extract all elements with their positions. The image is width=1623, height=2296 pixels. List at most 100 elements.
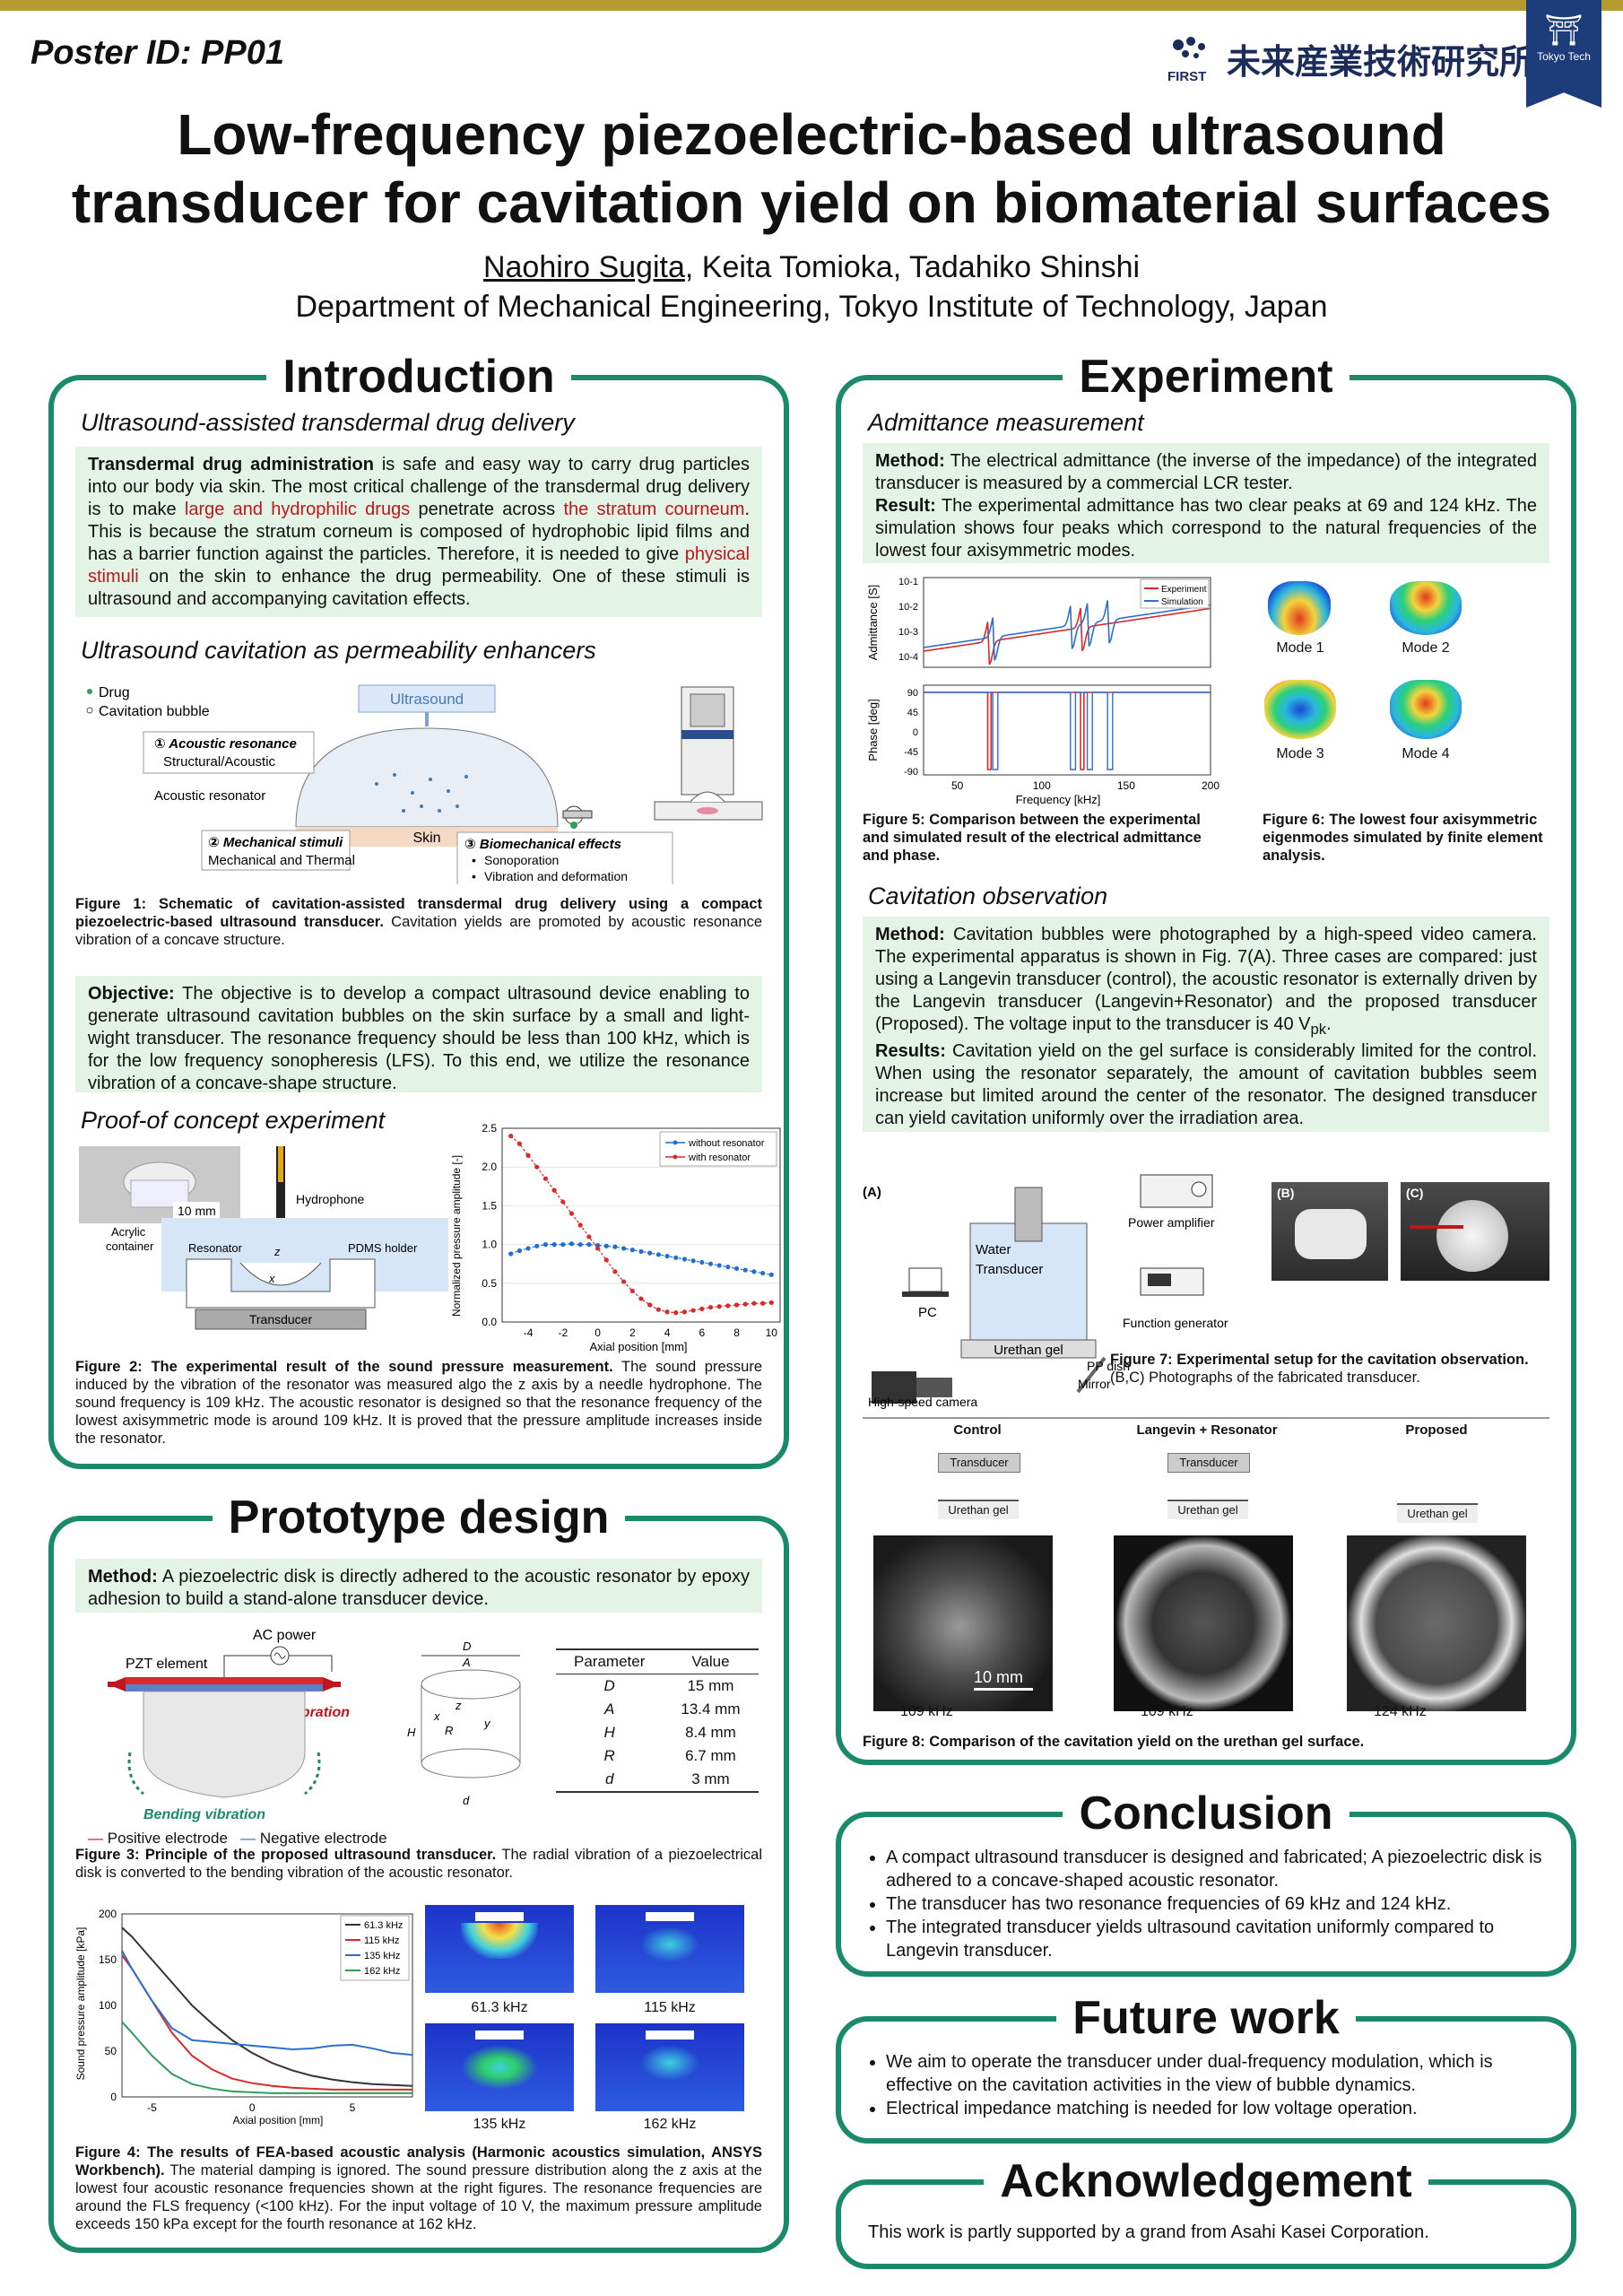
fig8-photo-control: 10 mm bbox=[873, 1535, 1053, 1711]
chart2-series-line bbox=[121, 2021, 412, 2094]
chart1-point bbox=[716, 1304, 722, 1309]
tokyo-tech-badge: ⛩ Tokyo Tech bbox=[1526, 0, 1601, 108]
figure-6-modes: Mode 1 Mode 2 Mode 3 Mode 4 bbox=[1255, 579, 1560, 795]
fig8-transducer-1: Transducer bbox=[938, 1453, 1020, 1473]
chart1-point bbox=[699, 1259, 705, 1265]
fig4-caption-bold: Figure 4: The results of FEA-based acous… bbox=[75, 2144, 762, 2179]
param-header-value: Value bbox=[663, 1648, 759, 1674]
fig8-gel-3: Urethan gel bbox=[1397, 1503, 1478, 1523]
chart1-point bbox=[647, 1302, 653, 1308]
chart3-xtick: 150 bbox=[1117, 779, 1135, 792]
chart2-x-label: Axial position [mm] bbox=[233, 2114, 324, 2126]
fig1-mechanical-thermal: Mechanical and Thermal bbox=[208, 853, 355, 868]
fig3-bending-vibration: Bending vibration bbox=[143, 1807, 265, 1822]
fig2-transducer-label: Transducer bbox=[249, 1312, 313, 1326]
chart1-frame bbox=[501, 1127, 781, 1323]
chart1-point bbox=[525, 1246, 531, 1251]
intro-text-e: on the skin to enhance the drug permeabi… bbox=[88, 567, 750, 609]
chart1-point bbox=[707, 1261, 714, 1266]
chart1-point bbox=[664, 1253, 670, 1259]
exp-subheading-2: Cavitation observation bbox=[868, 883, 1108, 909]
future-panel: Future work We aim to operate the transd… bbox=[836, 1991, 1576, 2144]
intro-red-3: physical stimuli bbox=[88, 544, 750, 587]
cav-result-label: Results: bbox=[875, 1041, 946, 1061]
chart1-point bbox=[577, 1242, 583, 1248]
intro-subheading-3: Proof-of concept experiment bbox=[81, 1107, 386, 1134]
chart1-xtick: 8 bbox=[733, 1326, 740, 1339]
chart2-legend-box bbox=[340, 1915, 410, 1981]
adm-method-text: The electrical admittance (the inverse o… bbox=[875, 451, 1537, 493]
chart1-point bbox=[733, 1265, 740, 1271]
cav-result-text: Cavitation yield on the gel surface is c… bbox=[875, 1041, 1537, 1128]
fig3-ac-power: AC power bbox=[253, 1628, 317, 1643]
param-name: H bbox=[603, 1724, 615, 1741]
chart1-point bbox=[664, 1309, 670, 1315]
fig7-label-c: (C) bbox=[1406, 1186, 1424, 1200]
cavitation-method: Method: Cavitation bubbles were photogra… bbox=[863, 917, 1549, 1132]
fea-maps: 61.3 kHz 115 kHz 135 kHz 162 kHz bbox=[425, 1905, 766, 2132]
chart2-legend-label: 162 kHz bbox=[364, 1966, 400, 1977]
fea-map-1 bbox=[425, 1905, 574, 1993]
chart1-point bbox=[760, 1270, 766, 1276]
chart1-point bbox=[673, 1310, 679, 1316]
chart1-point bbox=[725, 1303, 731, 1309]
chart3-y2tick: 45 bbox=[907, 708, 918, 718]
chart3-ytick: 10-3 bbox=[898, 627, 918, 638]
chart1-point bbox=[542, 1242, 549, 1248]
fig1-biomechanical-effects: ③ Biomechanical effects bbox=[464, 837, 621, 852]
chart3-y2tick: -45 bbox=[904, 747, 918, 758]
intro-text-a: is safe and easy way to carry drug parti… bbox=[88, 455, 750, 519]
chart1-point bbox=[760, 1300, 766, 1306]
dim-R: R bbox=[445, 1724, 453, 1737]
chart3-admittance-simulation bbox=[923, 600, 1211, 661]
chart1-point bbox=[612, 1244, 618, 1249]
fig1-mechanical-stimuli: ② Mechanical stimuli bbox=[208, 835, 343, 850]
figure-7-caption: Figure 7: Experimental setup for the cav… bbox=[1110, 1351, 1549, 1387]
chart1-point bbox=[603, 1257, 609, 1263]
institute-logo: FIRST 未来産業技術研究所 bbox=[1166, 32, 1533, 84]
list-item: The transducer has two resonance frequen… bbox=[886, 1892, 1562, 1916]
chart1-point bbox=[690, 1308, 696, 1313]
future-title: Future work bbox=[1056, 1991, 1356, 2045]
fig2-caption-text: The sound pressure induced by the vibrat… bbox=[75, 1359, 762, 1447]
title-line-2: transducer for cavitation yield on bioma… bbox=[71, 170, 1552, 235]
chart1-point bbox=[699, 1306, 705, 1311]
fig7-mirror: Mirror bbox=[1078, 1377, 1111, 1391]
param-value: 6.7 mm bbox=[685, 1747, 736, 1764]
fig7-label-a: (A) bbox=[863, 1185, 881, 1200]
fig7-pp-dish: PP dish bbox=[1087, 1359, 1130, 1373]
chart1-xtick: 10 bbox=[766, 1326, 778, 1339]
chart1-point bbox=[690, 1258, 696, 1264]
affiliation: Department of Mechanical Engineering, To… bbox=[295, 290, 1328, 324]
intro-subheading-1: Ultrasound-assisted transdermal drug del… bbox=[81, 409, 575, 436]
fig3-caption-bold: Figure 3: Principle of the proposed ultr… bbox=[75, 1847, 497, 1863]
chart1-point bbox=[768, 1272, 774, 1277]
fig1-vibration-deformation: Vibration and deformation bbox=[484, 869, 628, 883]
list-item: The integrated transducer yields ultraso… bbox=[886, 1916, 1562, 1962]
adm-method-label: Method: bbox=[875, 451, 945, 471]
first-logo-icon: FIRST bbox=[1166, 32, 1218, 84]
fig7-caption-text: (B,C) Photographs of the fabricated tran… bbox=[1110, 1370, 1420, 1386]
mode-2-label: Mode 2 bbox=[1402, 640, 1450, 656]
param-value: 3 mm bbox=[663, 1768, 759, 1793]
chart1-point bbox=[508, 1251, 514, 1257]
fig2-z-axis: z bbox=[273, 1245, 281, 1258]
fea-map-4 bbox=[595, 2023, 744, 2111]
chart2-ytick: 200 bbox=[99, 1908, 117, 1920]
fig8-gel-2: Urethan gel bbox=[1167, 1500, 1248, 1519]
fig1-bubble-label: Cavitation bubble bbox=[99, 704, 210, 719]
fig3-pzt-label: PZT element bbox=[126, 1657, 208, 1672]
list-item: Electrical impedance matching is needed … bbox=[886, 2097, 1562, 2120]
cav-method-label: Method: bbox=[875, 925, 945, 944]
fig2-caption-bold: Figure 2: The experimental result of the… bbox=[75, 1359, 613, 1375]
chart2-ytick: 0 bbox=[110, 2091, 117, 2103]
dim-z: z bbox=[455, 1699, 462, 1712]
fig1-bullet-2: • bbox=[472, 869, 476, 883]
fig7-caption-bold: Figure 7: Experimental setup for the cav… bbox=[1110, 1352, 1529, 1368]
tokyo-tech-icon: ⛩ bbox=[1544, 13, 1584, 48]
chart1-point bbox=[621, 1279, 627, 1284]
